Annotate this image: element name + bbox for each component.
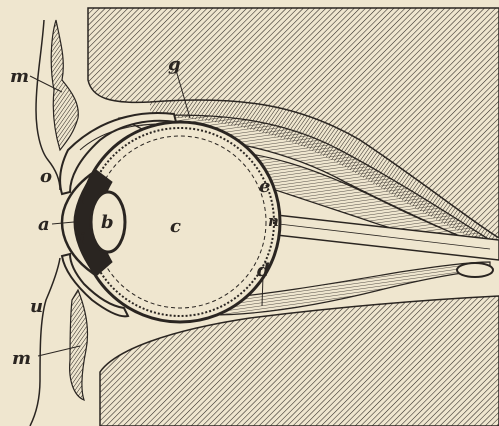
label-a: a — [38, 214, 50, 235]
upper-fat-tissue — [51, 20, 78, 150]
label-g: g — [168, 54, 181, 75]
label-c: c — [170, 216, 181, 237]
label-m-top: m — [10, 66, 29, 87]
label-i-upper: i — [79, 189, 85, 208]
label-b: b — [101, 212, 114, 233]
label-n: n — [268, 212, 279, 230]
label-u: u — [30, 296, 43, 317]
label-d: d — [257, 260, 270, 281]
lower-skin — [30, 258, 60, 426]
label-e: e — [259, 176, 270, 197]
lower-fat-tissue — [70, 290, 88, 400]
label-o: o — [40, 166, 52, 187]
label-i-lower: i — [79, 229, 85, 248]
vessel-section — [457, 263, 493, 277]
label-m-bottom: m — [12, 348, 31, 369]
